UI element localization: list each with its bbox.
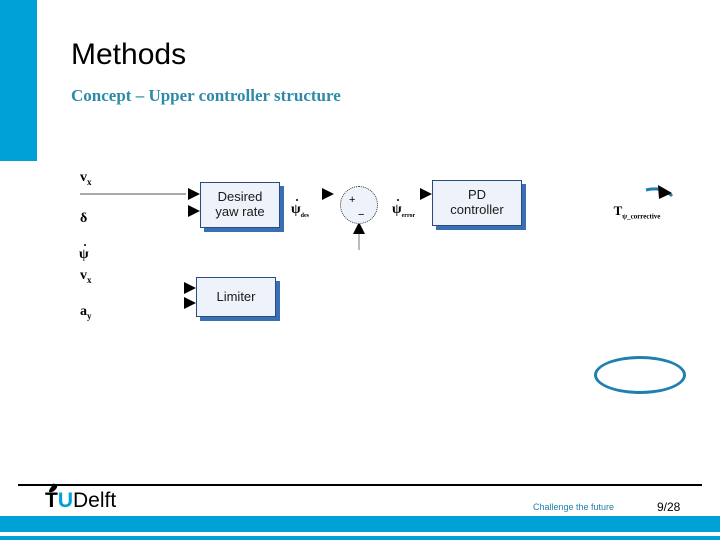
label-vx-top: vx [80,168,92,187]
output-oval-arrowhead [658,185,672,199]
tudelft-flame-icon [49,483,58,493]
footer-divider [18,484,702,486]
label-psidot-desired-sub: des [300,213,309,220]
block-diagram: Desired yaw rate Limiter PD controller +… [0,160,720,460]
label-psidot-error-sub: error [401,213,416,220]
block-desired-yaw-rate-line1: Desired [217,189,263,205]
tudelft-logo-u: U [57,489,73,512]
label-psidot-var: ψ [79,244,89,262]
block-pd-controller-line2: controller [450,202,504,217]
output-label-sub: ψ_corrective [622,212,661,221]
label-psidot-error: ψerror [392,199,416,220]
label-psidot-desired-var: ψ [291,199,301,217]
block-desired-yaw-rate-line2: yaw rate [215,204,265,219]
label-delta-var: δ [80,211,88,226]
block-limiter-label: Limiter [216,288,256,304]
page-title: Methods [71,38,187,71]
tudelft-logo-delft: Delft [73,489,117,512]
block-limiter[interactable]: Limiter [196,277,276,317]
arrowhead-pd-in [420,188,432,200]
label-vx-bottom-sub: x [87,275,92,286]
diagram-connections [80,185,674,309]
arrowhead-sum-in [322,188,334,200]
block-desired-yaw-rate[interactable]: Desired yaw rate [200,182,280,228]
label-psidot: ψ [79,244,89,263]
label-ay: ay [80,302,92,321]
arrowhead-limiter-in-1 [184,282,196,294]
footer-band-thin [0,536,720,540]
label-psidot-error-var: ψ [392,199,402,217]
arrowhead-limiter-in-2 [184,297,196,309]
page-number: 9/28 [657,500,681,514]
sum-junction-minus-sign: − [358,209,365,221]
arrowhead-desired-in-1 [188,188,200,200]
label-delta: δ [80,209,87,227]
label-psidot-desired: ψdes [291,199,309,220]
arrowhead-sum-minus [353,222,365,234]
arrowhead-desired-in-2 [188,205,200,217]
label-vx-bottom-var: v [80,268,87,283]
label-ay-var: a [80,304,87,319]
label-vx-top-sub: x [87,177,92,188]
output-label: Tψ_corrective [594,196,680,228]
label-ay-sub: y [87,311,92,322]
sum-junction-plus-sign: + [349,194,356,206]
tudelft-logo-t: T [45,489,58,512]
output-label-var: T [613,203,623,219]
footer-band [0,516,720,532]
block-pd-controller-line1: PD [467,187,487,203]
block-pd-controller[interactable]: PD controller [432,180,522,226]
sum-junction[interactable] [340,186,378,224]
tudelft-logo: TUDelft [45,490,116,511]
label-vx-bottom: vx [80,266,92,285]
page-subtitle: Concept – Upper controller structure [71,86,341,105]
footer-tagline: Challenge the future [533,502,615,512]
header-accent-bar [0,0,37,161]
output-oval[interactable] [594,356,686,394]
label-vx-top-var: v [80,170,87,185]
